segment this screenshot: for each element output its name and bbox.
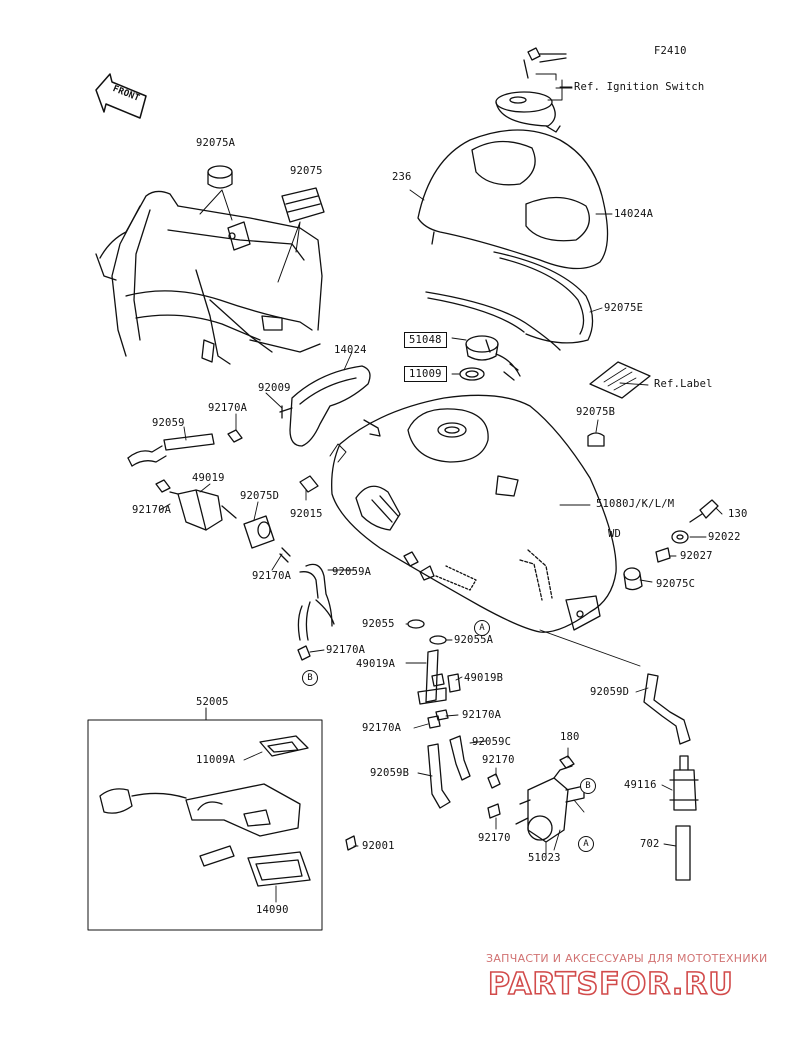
callout-b: B (302, 670, 318, 686)
clamp-92170-drawing (487, 773, 501, 789)
label-92075: 92075 (290, 165, 323, 177)
label-92075A: 92075A (196, 137, 236, 149)
oring-92055-drawing (407, 619, 425, 629)
fuel-tank-drawing (331, 394, 617, 633)
hose-92059C-drawing (449, 735, 471, 781)
washer-92022-drawing (671, 530, 689, 544)
gasket-11009-drawing (459, 367, 485, 381)
filter-49019-drawing (169, 489, 237, 531)
pipe-702-drawing (675, 825, 691, 881)
label-14024: 14024 (334, 344, 367, 356)
callout-a: A (474, 620, 490, 636)
side-cover-drawing (289, 365, 381, 447)
label-92001: 92001 (362, 840, 395, 852)
label-92055: 92055 (362, 618, 395, 630)
label-92059D: 92059D (590, 686, 630, 698)
figure-code: F2410 (654, 45, 687, 57)
label-236: 236 (392, 171, 412, 183)
rubber-92075A-drawing (207, 165, 233, 189)
fuel-tap-drawing (515, 765, 585, 843)
label-702: 702 (640, 838, 660, 850)
bolt-130-drawing (689, 499, 719, 523)
label-92059B: 92059B (370, 767, 410, 779)
label-49019: 49019 (192, 472, 225, 484)
damper-92075D-drawing (243, 515, 275, 549)
pump-group-box (87, 719, 323, 931)
callout-a-2: A (578, 836, 594, 852)
clip-92015-drawing (299, 475, 319, 493)
label-92075B: 92075B (576, 406, 616, 418)
label-92170A-5: 92170A (462, 709, 502, 721)
trim-strip-drawing (425, 251, 594, 351)
label-14090: 14090 (256, 904, 289, 916)
label-92022: 92022 (708, 531, 741, 543)
fuel-cap-drawing (465, 335, 521, 381)
label-92015: 92015 (290, 508, 323, 520)
label-51023: 51023 (528, 852, 561, 864)
label-92059C: 92059C (472, 736, 512, 748)
tank-cover-drawing (417, 129, 609, 270)
svg-text:PARTSFOR.RU: PARTSFOR.RU (488, 967, 734, 1000)
label-92170A-3: 92170A (252, 570, 292, 582)
label-92170A-2: 92170A (132, 504, 172, 516)
label-92170-1: 92170 (482, 754, 515, 766)
rubber-92075C-drawing (623, 567, 643, 591)
label-92075C: 92075C (656, 578, 696, 590)
label-130: 130 (728, 508, 748, 520)
front-arrow-icon (95, 73, 147, 119)
label-92059A: 92059A (332, 566, 372, 578)
label-49019B: 49019B (464, 672, 504, 684)
label-92009: 92009 (258, 382, 291, 394)
label-ref-label: Ref.Label (654, 378, 713, 390)
label-11009: 11009 (404, 366, 447, 382)
label-51080: 51080J/K/L/M (596, 498, 675, 510)
filter-49116-drawing (669, 755, 699, 811)
clamp-drawing-5 (435, 709, 449, 721)
hose-92059D-drawing (643, 673, 691, 745)
label-49116: 49116 (624, 779, 657, 791)
label-wd: WD (608, 528, 622, 540)
label-92170A-6: 92170A (362, 722, 402, 734)
label-92059: 92059 (152, 417, 185, 429)
label-180: 180 (560, 731, 580, 743)
label-92170A-4: 92170A (326, 644, 366, 656)
label-92075D: 92075D (240, 490, 280, 502)
label-92055A: 92055A (454, 634, 494, 646)
watermark-caption: ЗАПЧАСТИ И АКСЕССУАРЫ ДЛЯ МОТОТЕХНИКИ (486, 952, 768, 965)
rubber-92075B-drawing (587, 432, 605, 447)
label-92170A-1: 92170A (208, 402, 248, 414)
callout-b-2: B (580, 778, 596, 794)
collar-92027-drawing (655, 547, 671, 563)
label-52005: 52005 (196, 696, 229, 708)
label-92027: 92027 (680, 550, 713, 562)
oring-92055A-drawing (429, 635, 447, 645)
clamp-drawing-4 (427, 715, 441, 729)
screw-180-drawing (559, 755, 575, 769)
label-49019A: 49019A (356, 658, 396, 670)
label-ignition-ref: Ref. Ignition Switch (574, 81, 705, 93)
clamp-drawing-3 (297, 645, 311, 661)
damper-92075-drawing (281, 187, 325, 223)
frame-drawing (95, 190, 323, 365)
hose-92059A-drawing (279, 547, 335, 641)
fuel-pipe-drawing (417, 649, 461, 705)
clamp-92170-drawing-2 (487, 803, 501, 819)
label-14024A: 14024A (614, 208, 654, 220)
hose-92059-drawing (127, 433, 215, 467)
label-92075E: 92075E (604, 302, 644, 314)
clamp-drawing-2 (155, 479, 171, 493)
clamp-drawing (227, 429, 243, 443)
label-92170-2: 92170 (478, 832, 511, 844)
hose-92059B-drawing (427, 743, 451, 809)
ignition-key-drawing (495, 47, 567, 133)
pump-drawing (99, 735, 357, 887)
label-11009A: 11009A (196, 754, 236, 766)
label-51048: 51048 (404, 332, 447, 348)
label-drawing (589, 361, 651, 399)
watermark-logo: PARTSFOR.RU (487, 966, 734, 1000)
